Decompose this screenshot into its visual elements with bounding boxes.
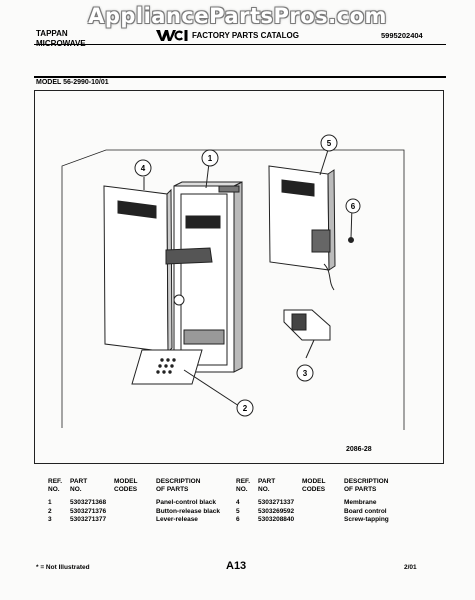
desc-header: DESCRIPTION xyxy=(344,478,389,485)
ref-cell: 6 xyxy=(236,516,240,523)
part-cell: 5303271376 xyxy=(70,507,107,515)
ref-header-sub: NO. xyxy=(236,485,248,493)
button-release-part xyxy=(131,349,240,407)
table-row: 6 5303208840 Screw-tapping xyxy=(236,516,434,525)
table-row: 4 5303271337 Membrane xyxy=(236,499,434,508)
lever-release-part xyxy=(283,309,331,359)
part-cell: 5303271368 xyxy=(70,499,107,506)
part-cell: 5303271337 xyxy=(258,499,295,506)
callout-1: 1 xyxy=(208,154,213,163)
watermark: AppliancePartsPros.com xyxy=(88,4,387,28)
ref-cell: 1 xyxy=(48,499,52,506)
desc-cell: Panel-control black xyxy=(156,499,216,506)
catalog-heading: FACTORY PARTS CATALOG xyxy=(156,29,299,42)
part-header: PART xyxy=(258,478,276,485)
model-header-sub: CODES xyxy=(302,485,326,493)
desc-cell: Lever-release xyxy=(156,516,198,523)
board-control-part xyxy=(268,149,336,291)
callout-3: 3 xyxy=(303,369,308,378)
part-header-sub: NO. xyxy=(70,485,82,493)
model-cell xyxy=(302,508,344,517)
model-cell xyxy=(114,508,156,517)
ref-header: REF. xyxy=(236,478,251,485)
table-row: 1 5303271368 Panel-control black xyxy=(48,499,246,508)
control-panel-part xyxy=(165,162,243,373)
table-row: 5 5303269592 Board control xyxy=(236,508,434,517)
part-cell: 5303208840 xyxy=(258,516,295,523)
exploded-parts-diagram: 1 2 3 4 5 6 xyxy=(61,134,405,430)
revision-date: 2/01 xyxy=(404,564,417,571)
desc-header: DESCRIPTION xyxy=(156,478,201,485)
model-cell xyxy=(302,516,344,525)
wci-logo-icon xyxy=(156,30,188,41)
desc-cell: Membrane xyxy=(344,499,377,506)
model-header: MODEL xyxy=(114,478,138,485)
membrane-part xyxy=(103,177,173,354)
header-rule xyxy=(34,44,446,45)
model-cell xyxy=(114,516,156,525)
model-rule xyxy=(34,76,446,78)
desc-header-sub: OF PARTS xyxy=(156,485,189,493)
model-header: MODEL xyxy=(302,478,326,485)
table-row: 3 5303271377 Lever-release xyxy=(48,516,246,525)
part-header-sub: NO. xyxy=(258,485,270,493)
table-row: 2 5303271376 Button-release black xyxy=(48,508,246,517)
desc-cell: Board control xyxy=(344,507,387,515)
diagram-frame xyxy=(34,90,444,464)
product-type: MICROWAVE xyxy=(36,39,86,49)
callout-2: 2 xyxy=(243,404,248,413)
catalog-title: FACTORY PARTS CATALOG xyxy=(192,31,299,40)
desc-header-sub: OF PARTS xyxy=(344,485,377,493)
brand-block: TAPPAN MICROWAVE xyxy=(36,29,86,49)
model-header-sub: CODES xyxy=(114,485,138,493)
not-illustrated-note: * = Not Illustrated xyxy=(36,564,90,571)
desc-cell: Screw-tapping xyxy=(344,516,389,523)
model-label: MODEL 56-2990-10/01 xyxy=(36,79,109,86)
desc-cell: Button-release black xyxy=(156,507,220,515)
ref-cell: 2 xyxy=(48,507,52,515)
callout-5: 5 xyxy=(327,139,332,148)
callout-4: 4 xyxy=(141,164,146,173)
part-cell: 5303271377 xyxy=(70,516,107,523)
ref-header: REF. xyxy=(48,478,63,485)
model-cell xyxy=(114,499,156,508)
ref-cell: 5 xyxy=(236,507,240,515)
part-cell: 5303269592 xyxy=(258,507,295,515)
callout-6: 6 xyxy=(351,202,356,211)
ref-cell: 3 xyxy=(48,516,52,523)
ref-cell: 4 xyxy=(236,499,240,506)
part-header: PART xyxy=(70,478,88,485)
catalog-number: 5995202404 xyxy=(381,31,423,40)
brand-name: TAPPAN xyxy=(36,29,68,38)
ref-header-sub: NO. xyxy=(48,485,60,493)
model-cell xyxy=(302,499,344,508)
diagram-code: 2086-28 xyxy=(346,446,372,453)
page-number: A13 xyxy=(226,560,247,572)
